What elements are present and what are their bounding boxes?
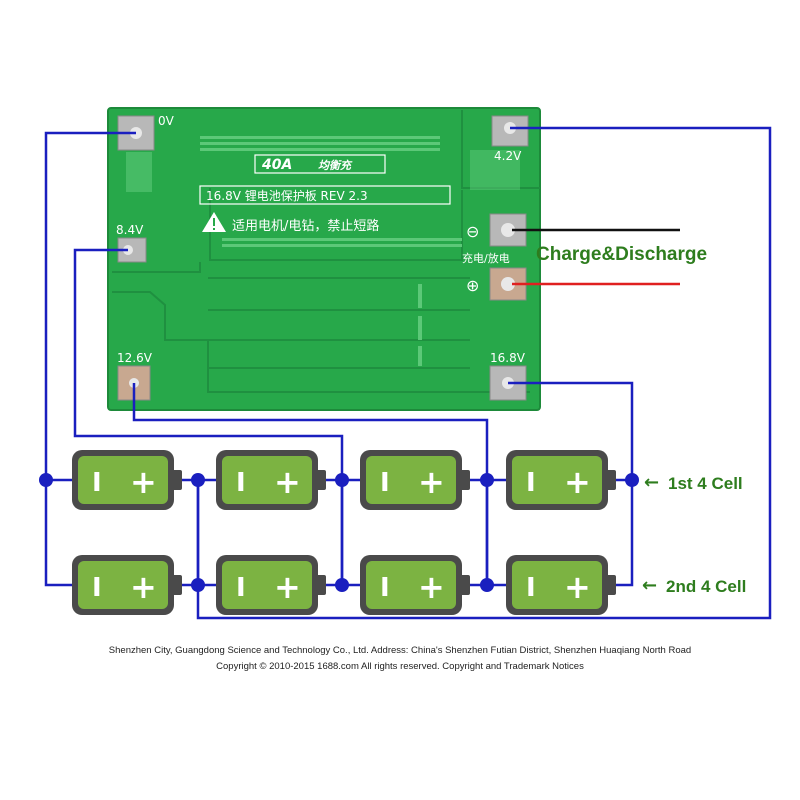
cell-row-2: I + I + I + I + — [72, 555, 616, 615]
terminal-16-8v-label: 16.8V — [490, 351, 526, 365]
junction-dot — [480, 578, 494, 592]
junction-dot — [335, 578, 349, 592]
arrow-icon: ← — [644, 472, 659, 493]
battery-negative-sign: I — [526, 468, 536, 498]
battery-positive-sign: + — [130, 568, 157, 606]
wiring — [44, 126, 772, 620]
board-edge-shade — [107, 107, 541, 411]
terminal-12-6v-label: 12.6V — [117, 351, 153, 365]
cell-group-2-label: 2nd 4 Cell — [666, 577, 746, 596]
battery-cell: I + — [360, 450, 470, 510]
cell-group-1-label: 1st 4 Cell — [668, 474, 743, 493]
battery-negative-sign: I — [236, 573, 246, 603]
battery-negative-sign: I — [92, 573, 102, 603]
terminal-4-2v-label: 4.2V — [494, 149, 522, 163]
battery-cell: I + — [72, 555, 182, 615]
junction-dot — [39, 473, 53, 487]
battery-cell: I + — [506, 555, 616, 615]
footer-copyright: Copyright © 2010-2015 1688.com All right… — [216, 661, 584, 672]
board-via-dots — [126, 136, 520, 366]
battery-cell: I + — [216, 450, 326, 510]
minus-symbol: ⊖ — [466, 222, 479, 241]
battery-negative-sign: I — [236, 468, 246, 498]
battery-positive-sign: + — [564, 568, 591, 606]
battery-positive-sign: + — [130, 463, 157, 501]
balance-label: 均衡充 — [318, 159, 353, 172]
terminal-8-4v-label: 8.4V — [116, 223, 144, 237]
junction-dot — [191, 473, 205, 487]
pad-positive — [489, 267, 527, 301]
pad-4-2v — [491, 115, 529, 147]
rating-box — [254, 154, 386, 174]
battery-cell: I + — [360, 555, 470, 615]
arrow-icon: ← — [642, 575, 657, 596]
junction-dots — [39, 473, 639, 592]
footer-address: Shenzhen City, Guangdong Science and Tec… — [108, 645, 692, 656]
battery-cell: I + — [506, 450, 616, 510]
junction-dot — [191, 578, 205, 592]
charge-discharge-cn-label: 充电/放电 — [462, 251, 510, 265]
current-rating: 40A — [261, 157, 292, 173]
battery-positive-sign: + — [564, 463, 591, 501]
battery-negative-sign: I — [380, 573, 390, 603]
battery-negative-sign: I — [92, 468, 102, 498]
battery-positive-sign: + — [274, 463, 301, 501]
battery-positive-sign: + — [418, 463, 445, 501]
battery-positive-sign: + — [274, 568, 301, 606]
junction-dot — [480, 473, 494, 487]
plus-symbol: ⊕ — [466, 276, 479, 295]
terminal-0v-label: 0V — [158, 114, 175, 128]
battery-negative-sign: I — [380, 468, 390, 498]
bms-board: 40A 均衡充 16.8V 锂电池保护板 REV 2.3 适用电机/电钻，禁止短… — [107, 107, 541, 411]
battery-cell: I + — [216, 555, 326, 615]
charge-discharge-label: Charge&Discharge — [536, 244, 707, 265]
battery-cell: I + — [72, 450, 182, 510]
title-box — [199, 185, 451, 205]
board-title: 16.8V 锂电池保护板 REV 2.3 — [206, 188, 368, 203]
battery-positive-sign: + — [418, 568, 445, 606]
battery-negative-sign: I — [526, 573, 536, 603]
junction-dot — [335, 473, 349, 487]
warning-icon — [202, 212, 226, 232]
cell-row-1: I + I + I + I + — [72, 450, 616, 510]
warning-text: 适用电机/电钻，禁止短路 — [232, 218, 379, 234]
junction-dot — [625, 473, 639, 487]
